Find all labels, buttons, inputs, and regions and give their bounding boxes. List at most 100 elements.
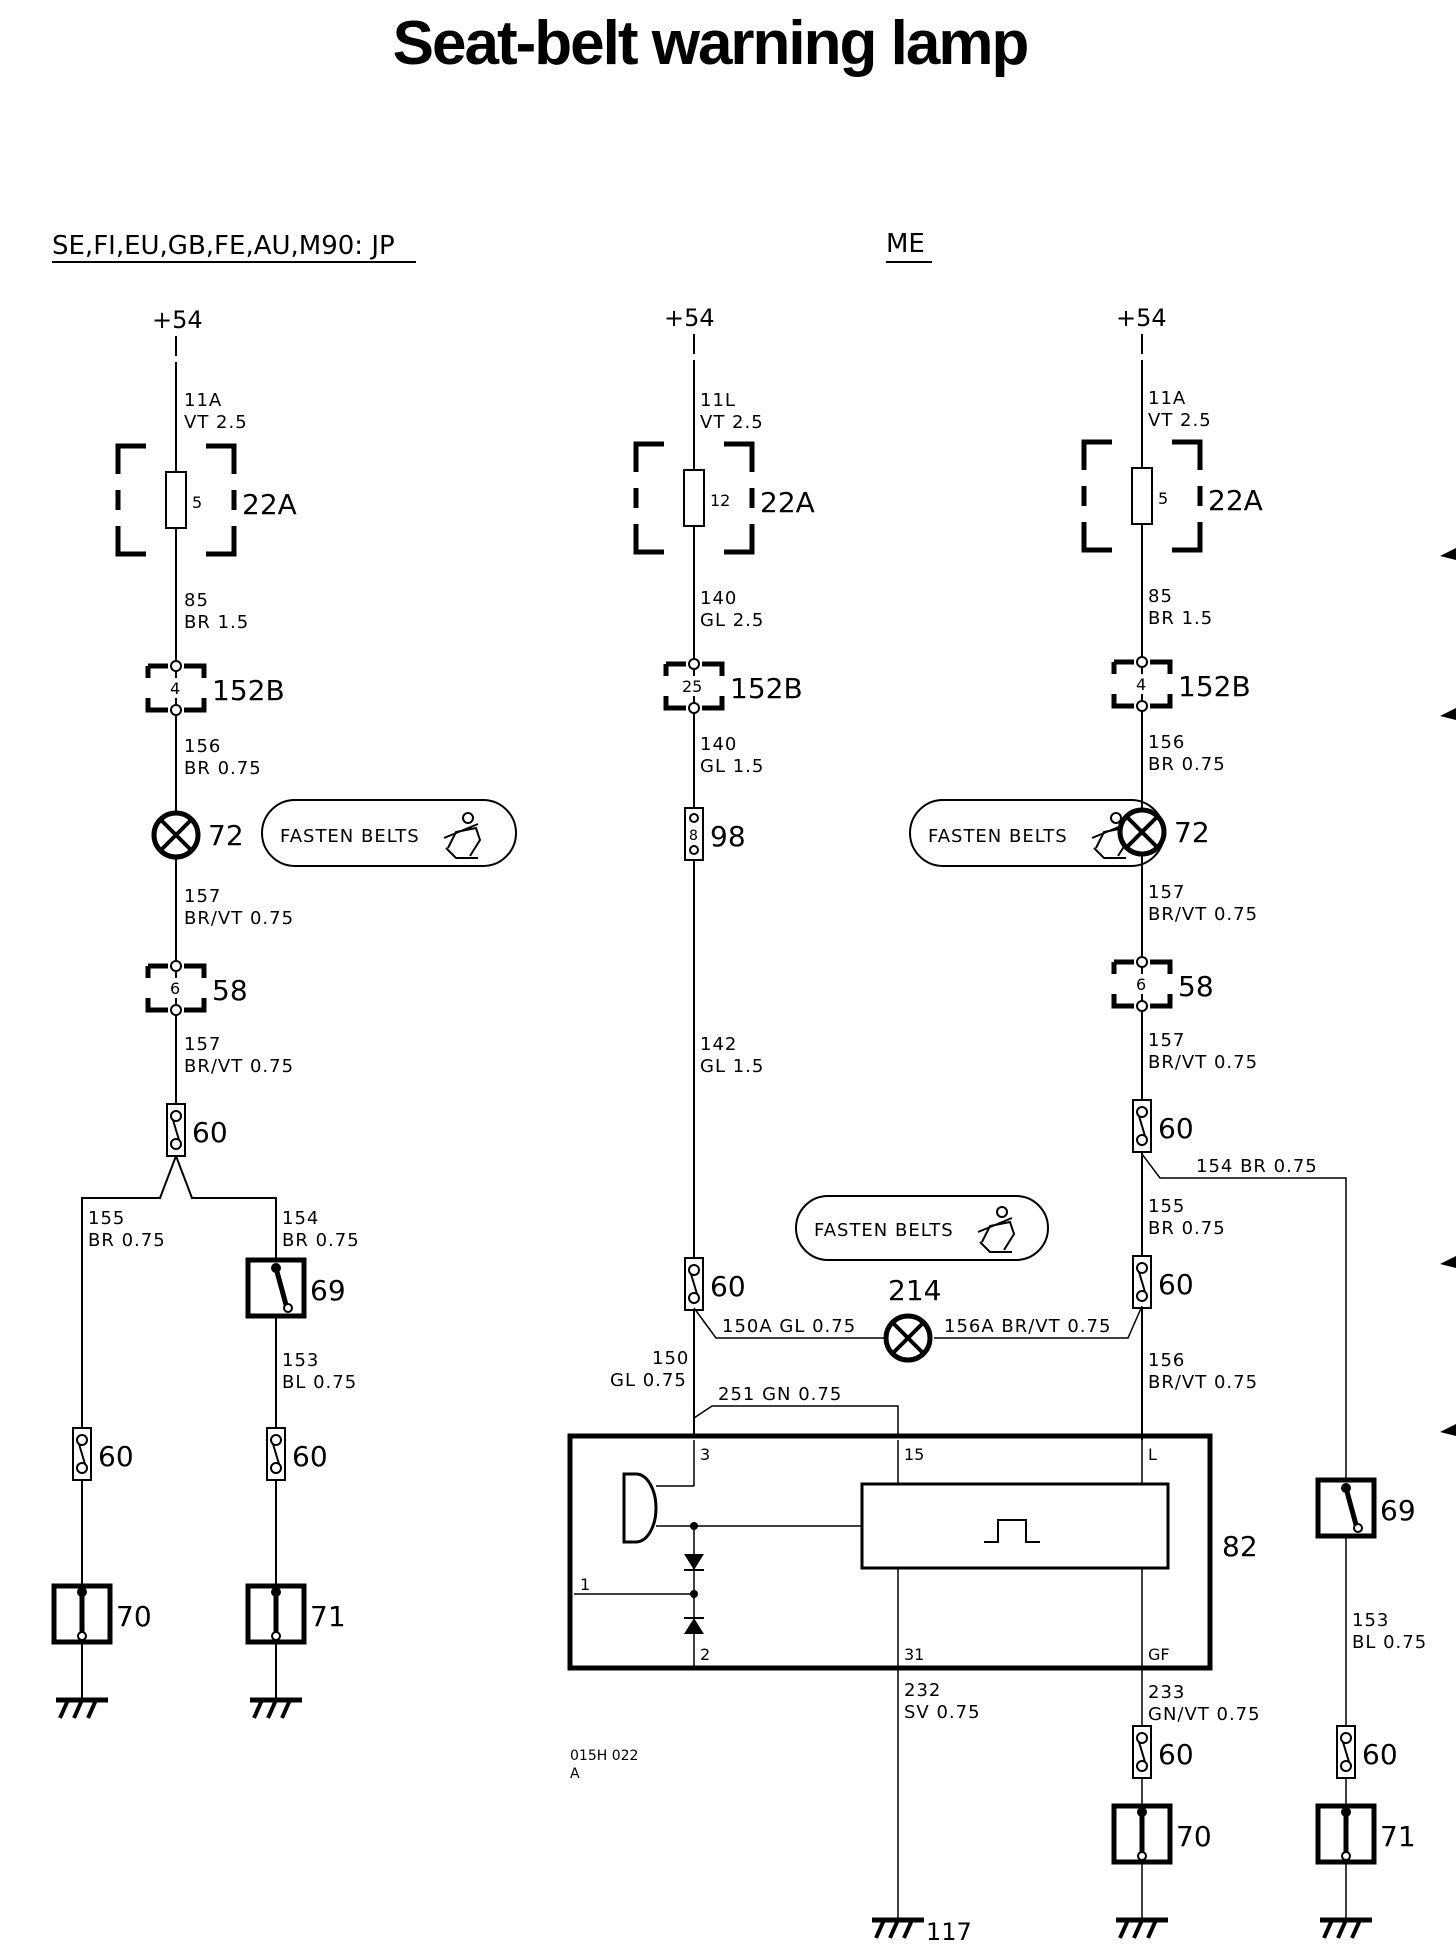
svg-text:155: 155 [1148,1196,1185,1217]
svg-text:GF: GF [1148,1645,1170,1664]
drawing-revision: A [570,1766,580,1782]
svg-text:150: 150 [652,1348,689,1369]
svg-text:22A: 22A [760,486,815,519]
svg-text:155: 155 [88,1208,125,1229]
svg-text:GL 0.75: GL 0.75 [610,1370,687,1391]
middle-circuit: +54 11L VT 2.5 12 22A 140 GL 2.5 25 152B… [610,304,1165,1440]
svg-text:VT 2.5: VT 2.5 [700,412,764,433]
ground-icon [250,1700,302,1718]
svg-text:12: 12 [710,491,730,510]
splice-60-left-b: 60 [266,1427,328,1481]
svg-text:152B: 152B [212,674,285,707]
svg-text:69: 69 [1380,1494,1416,1527]
svg-text:BR/VT 0.75: BR/VT 0.75 [1148,1372,1258,1393]
svg-text:BR/VT 0.75: BR/VT 0.75 [184,1056,294,1077]
svg-text:15: 15 [904,1445,924,1464]
svg-text:11A: 11A [184,390,222,411]
svg-text:157: 157 [184,1034,221,1055]
svg-text:233: 233 [1148,1682,1185,1703]
svg-text:BR 0.75: BR 0.75 [1148,754,1226,775]
svg-text:11A: 11A [1148,388,1186,409]
variant-header-right: ME [886,229,932,263]
svg-text:58: 58 [212,974,248,1007]
switch-69-right: 69 [1318,1480,1416,1536]
svg-text:60: 60 [98,1440,134,1473]
svg-text:BL 0.75: BL 0.75 [1352,1632,1427,1653]
svg-text:SE,FI,EU,GB,FE,AU,M90: JP: SE,FI,EU,GB,FE,AU,M90: JP [52,231,395,261]
svg-text:22A: 22A [1208,484,1263,517]
svg-text:ME: ME [886,229,925,259]
lamp-214: 214 [886,1274,941,1360]
svg-text:153: 153 [282,1350,319,1371]
svg-text:156: 156 [184,736,221,757]
svg-text:60: 60 [710,1270,746,1303]
svg-text:FASTEN BELTS: FASTEN BELTS [280,826,420,847]
svg-text:70: 70 [1176,1820,1212,1853]
variant-header-left: SE,FI,EU,GB,FE,AU,M90: JP [52,231,416,263]
svg-text:VT 2.5: VT 2.5 [184,412,248,433]
svg-text:2: 2 [700,1645,710,1664]
svg-text:3: 3 [700,1445,710,1464]
fasten-belts-indicator: FASTEN BELTS [261,799,517,867]
control-module-82: 82 3 15 L 1 2 31 GF 232 SV 0.75 11 [567,1433,1258,1946]
supply-label: +54 [152,306,203,334]
fuse-22a: 12 22A [636,444,815,552]
fuse-22a: 5 22A [118,446,297,554]
svg-text:4: 4 [1136,675,1146,694]
svg-text:SV 0.75: SV 0.75 [904,1702,981,1723]
svg-text:L: L [1148,1445,1157,1464]
svg-text:71: 71 [310,1600,346,1633]
svg-text:69: 69 [310,1274,346,1307]
svg-text:BR 1.5: BR 1.5 [184,612,249,633]
svg-text:156: 156 [1148,732,1185,753]
svg-text:BR/VT 0.75: BR/VT 0.75 [1148,904,1258,925]
svg-text:72: 72 [1174,816,1210,849]
svg-text:60: 60 [1362,1738,1398,1771]
svg-text:6: 6 [1136,975,1146,994]
svg-text:117: 117 [926,1918,972,1946]
svg-text:85: 85 [184,590,209,611]
svg-text:BR 0.75: BR 0.75 [88,1230,166,1251]
svg-text:82: 82 [1222,1530,1258,1563]
svg-text:72: 72 [208,819,244,852]
svg-text:156: 156 [1148,1350,1185,1371]
fuse-22a: 5 22A [1084,442,1263,550]
svg-text:60: 60 [1158,1268,1194,1301]
connector-58: 6 58 [1114,957,1214,1011]
svg-text:157: 157 [1148,882,1185,903]
svg-text:25: 25 [682,677,702,696]
svg-text:60: 60 [292,1440,328,1473]
svg-text:BL 0.75: BL 0.75 [282,1372,357,1393]
svg-text:251 GN 0.75: 251 GN 0.75 [718,1384,842,1405]
connector-58: 6 58 [148,961,248,1015]
left-branches: 155 BR 0.75 154 BR 0.75 69 153 BL 0.75 6… [54,1155,359,1718]
svg-text:+54: +54 [1116,304,1167,332]
ground-icon [1320,1920,1372,1938]
lamp-72: 72 [1120,810,1210,854]
fasten-belts-indicator: FASTEN BELTS [795,1195,1049,1261]
connector-152b: 25 152B [666,659,803,713]
svg-text:156A BR/VT 0.75: 156A BR/VT 0.75 [944,1316,1111,1337]
left-circuit: +54 11A VT 2.5 5 22A 85 BR 1.5 4 152B 15… [118,306,517,1600]
svg-text:BR 1.5: BR 1.5 [1148,608,1213,629]
right-circuit: +54 11A VT 2.5 5 22A 85 BR 1.5 4 152B 15… [934,304,1427,1938]
svg-text:GL 1.5: GL 1.5 [700,756,764,777]
seatbelt-switch-70-left: 70 [54,1586,152,1642]
connector-98: 8 98 [684,807,746,861]
svg-text:150A GL 0.75: 150A GL 0.75 [722,1316,856,1337]
svg-text:GL 2.5: GL 2.5 [700,610,764,631]
ground-117: 117 [872,1918,972,1946]
svg-text:58: 58 [1178,970,1214,1003]
svg-text:140: 140 [700,588,737,609]
drawing-number: 015H 022 [570,1748,638,1764]
svg-text:142: 142 [700,1034,737,1055]
page-title: Seat-belt warning lamp [392,9,1030,78]
svg-text:GL 1.5: GL 1.5 [700,1056,764,1077]
svg-text:8: 8 [689,828,698,844]
seatbelt-switch-71-left: 71 [248,1586,346,1642]
splice-60: 60 [1336,1725,1398,1779]
splice-60: 60 [684,1257,746,1311]
svg-text:FASTEN BELTS: FASTEN BELTS [814,1220,954,1241]
svg-text:154: 154 [282,1208,319,1229]
